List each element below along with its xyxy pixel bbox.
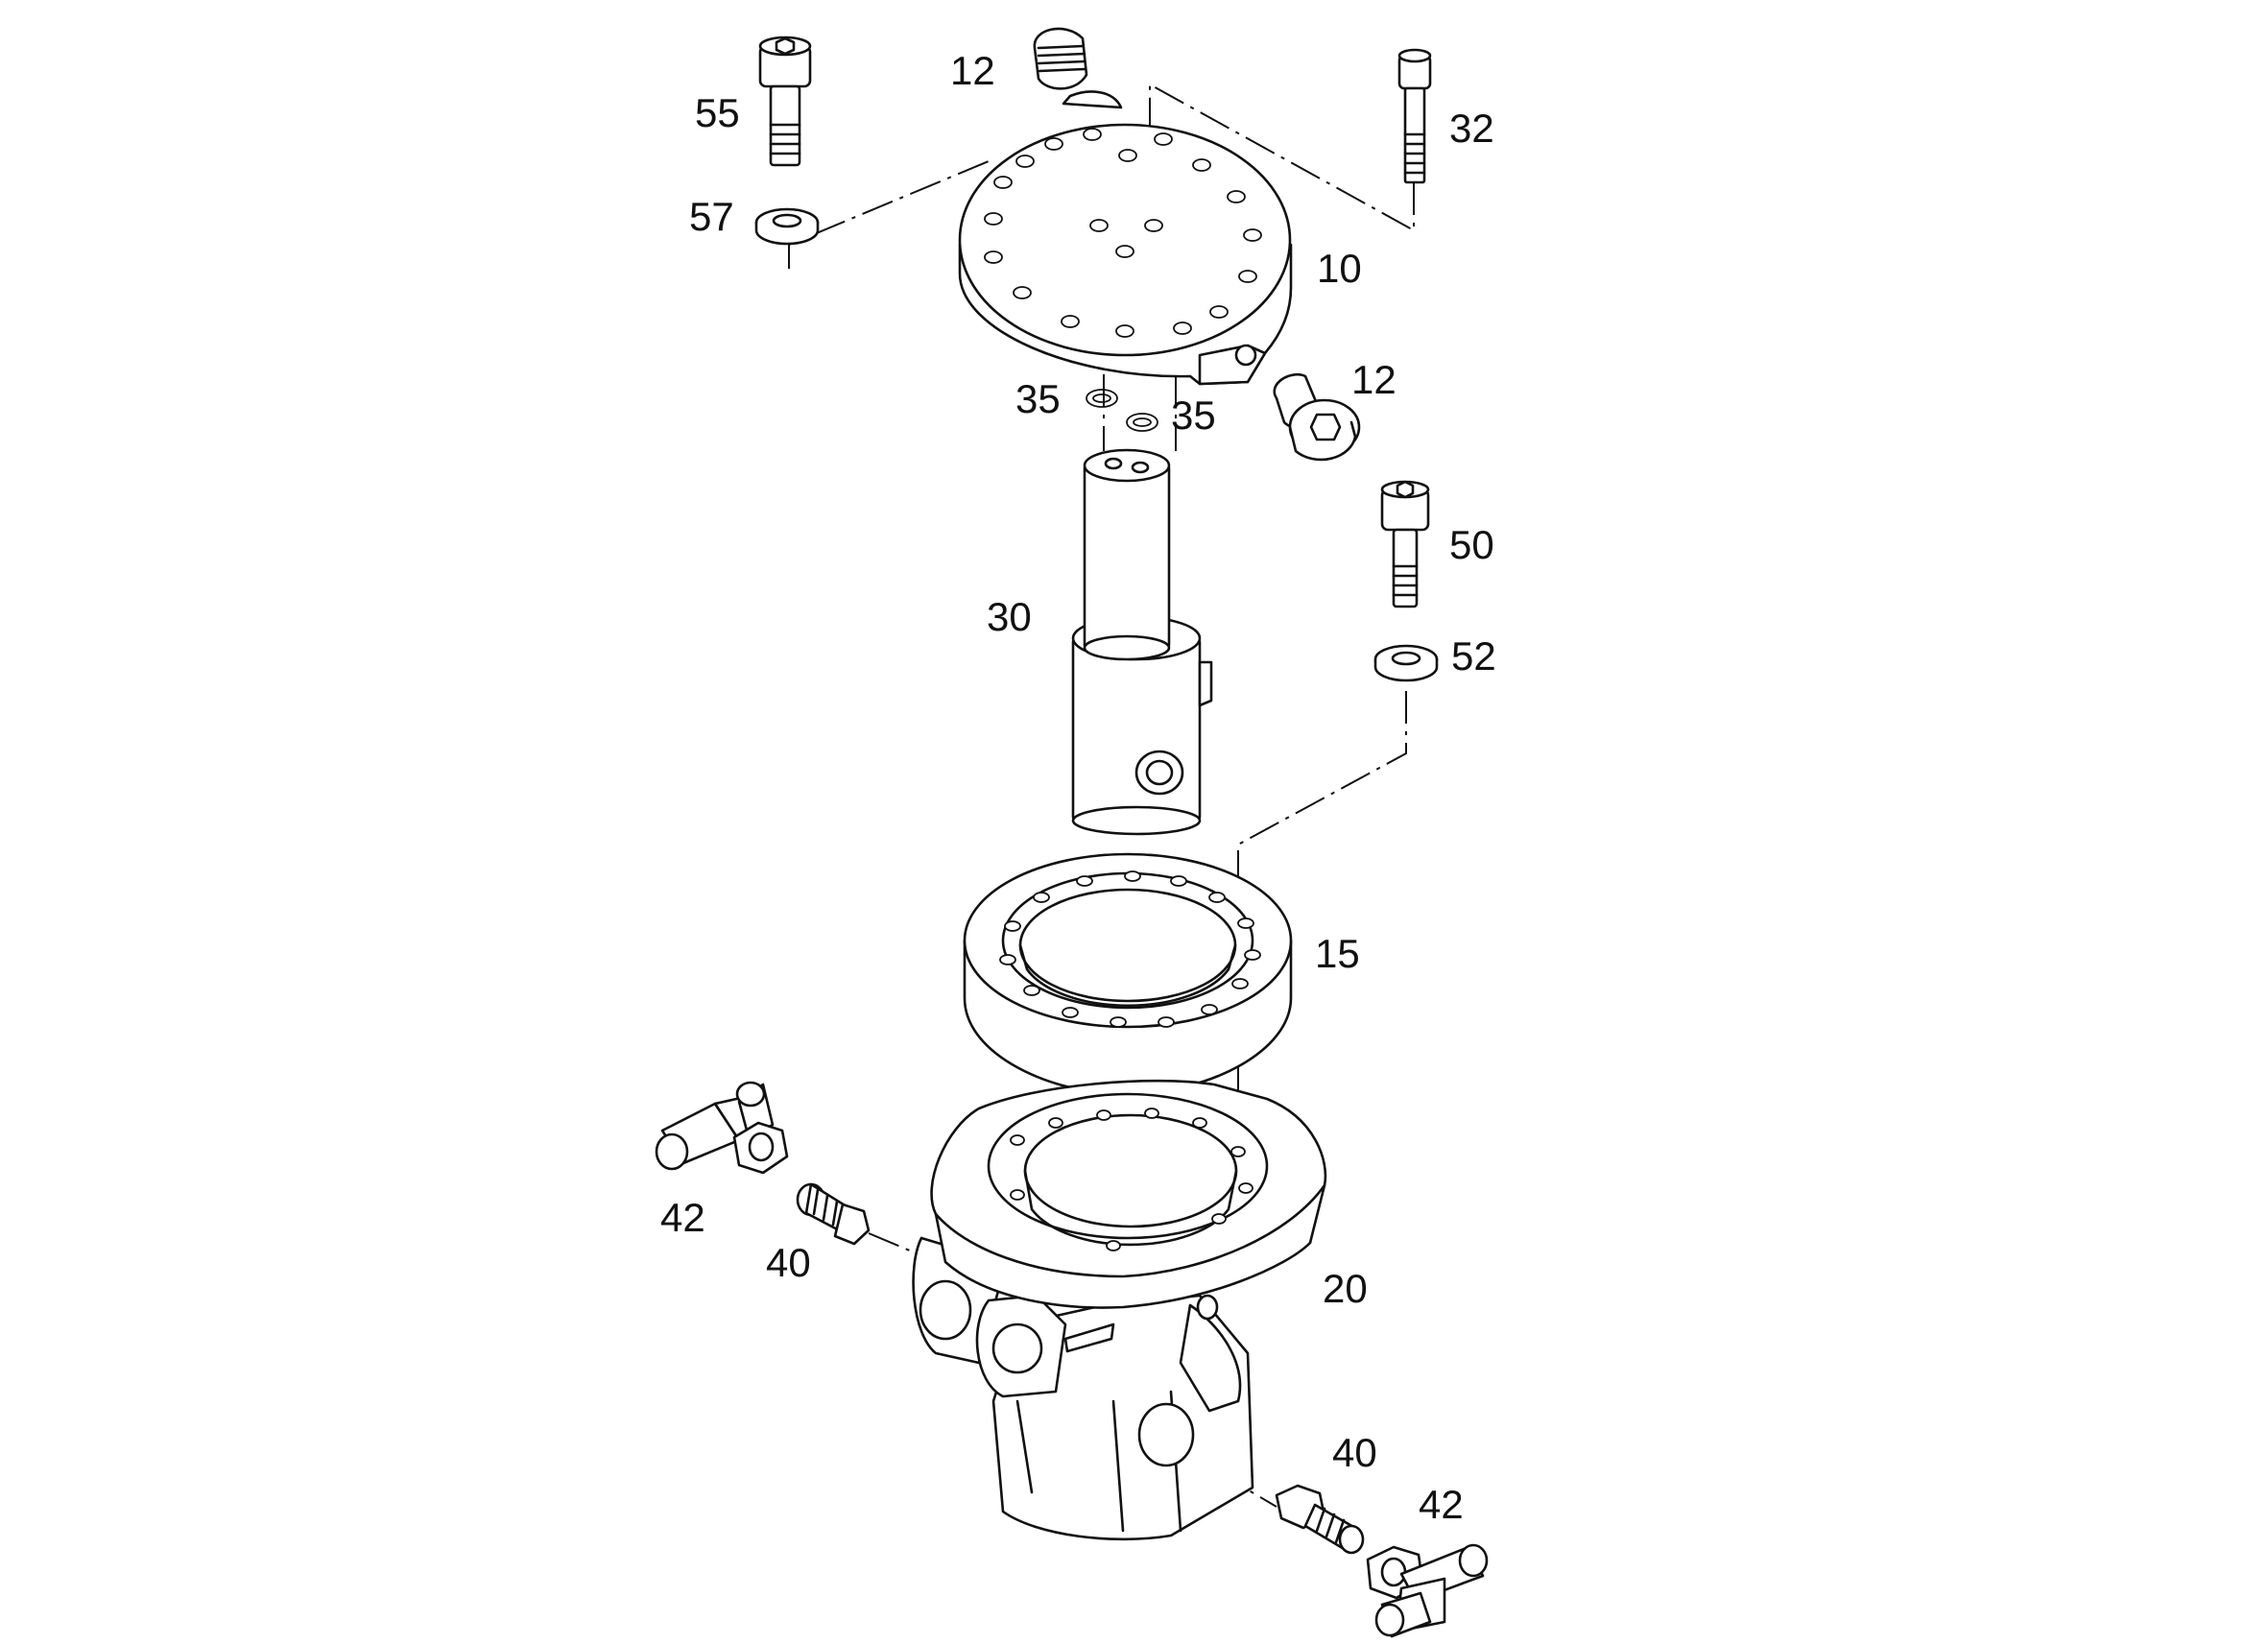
o-ring-35-right: [1126, 413, 1158, 432]
label-30: 30: [987, 594, 1032, 639]
label-10: 10: [1317, 246, 1362, 291]
tee-fitting-42-left: [655, 1081, 789, 1175]
socket-head-screw-50: [1380, 480, 1430, 608]
label-12-right: 12: [1351, 357, 1397, 402]
bearing-ring-15: [963, 852, 1293, 1096]
part-number-labels: 55 57 12 32 10 12 35 35 50 30 52 15 42 4…: [660, 48, 1496, 1527]
label-35-left: 35: [1015, 376, 1061, 421]
label-50: 50: [1449, 522, 1494, 567]
label-40-right: 40: [1332, 1430, 1377, 1475]
label-57: 57: [689, 194, 734, 239]
washer-57: [754, 207, 820, 246]
socket-head-screw-32: [1397, 48, 1432, 184]
tee-fitting-42-right: [1366, 1543, 1489, 1638]
label-42-left: 42: [660, 1195, 705, 1240]
label-15: 15: [1315, 931, 1360, 976]
label-20: 20: [1323, 1266, 1368, 1311]
adapter-fitting-40-right: [1275, 1484, 1365, 1555]
label-35-right: 35: [1171, 393, 1216, 438]
rotary-shaft-30: [1071, 448, 1213, 836]
threaded-plug-12-top: [1033, 27, 1088, 90]
washer-52: [1373, 644, 1439, 682]
label-42-right: 42: [1419, 1482, 1464, 1527]
socket-head-screw-55: [758, 36, 812, 167]
top-plate-10: [958, 90, 1293, 386]
adapter-fitting-40-left: [796, 1182, 871, 1246]
label-52: 52: [1451, 633, 1496, 679]
label-12-top: 12: [950, 48, 995, 93]
label-55: 55: [695, 90, 740, 135]
o-ring-35-left: [1086, 389, 1118, 408]
threaded-plug-12-right: [1273, 373, 1361, 462]
label-32: 32: [1449, 106, 1494, 151]
housing-20: [912, 1079, 1327, 1541]
label-40-left: 40: [766, 1240, 811, 1285]
